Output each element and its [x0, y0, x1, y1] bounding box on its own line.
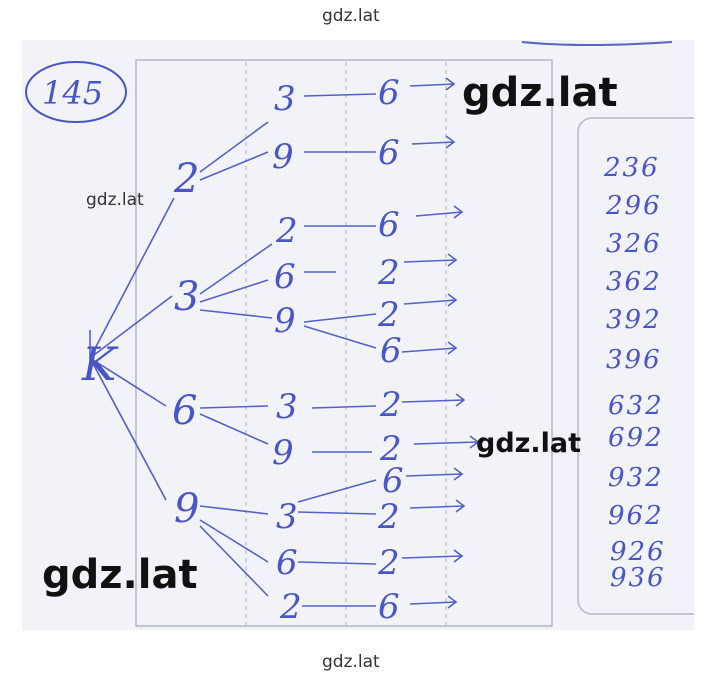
result-number: 296	[605, 191, 662, 221]
tree-node-level2: 3	[274, 79, 296, 119]
problem-number-circle	[25, 61, 127, 123]
tree-node-level3: 6	[382, 461, 404, 501]
notebook-scan: 145	[22, 40, 694, 630]
tree-root-symbol: K	[81, 337, 119, 391]
tree-node-level3: 6	[378, 133, 400, 173]
tree-arrows	[401, 77, 480, 609]
watermark-top-right: gdz.lat	[462, 70, 618, 116]
result-number: 326	[606, 229, 662, 259]
result-number: 396	[606, 345, 662, 375]
tree-node-level3: 2	[377, 253, 400, 293]
tree-node-level2: 6	[276, 543, 298, 583]
result-number: 632	[608, 391, 664, 421]
tree-node-level2: 2	[279, 587, 302, 627]
watermark-left: gdz.lat	[86, 190, 144, 210]
tree-node-level2: 3	[276, 497, 298, 537]
result-number: 392	[606, 305, 662, 335]
watermark-mid-right: gdz.lat	[476, 428, 582, 459]
tree-node-level2: 9	[274, 301, 296, 341]
tree-node-level3: 2	[377, 543, 400, 583]
tree-node-level2: 3	[276, 387, 298, 427]
tree-node-level1: 9	[174, 486, 199, 532]
paper-background	[22, 40, 694, 630]
tree-node-level2: 6	[274, 257, 296, 297]
tree-node-level2: 9	[272, 433, 294, 473]
result-number: 932	[608, 463, 664, 493]
tree-node-level3: 2	[377, 497, 400, 537]
work-area-frame	[135, 59, 553, 627]
tree-node-level2: 2	[275, 211, 298, 251]
tree-lines	[89, 93, 377, 607]
tree-node-level1: 3	[174, 274, 199, 320]
paper-fold-line	[521, 41, 673, 46]
tree-node-level3: 2	[379, 429, 402, 469]
tree-node-level3: 2	[379, 385, 402, 425]
tree-node-level2: 9	[272, 137, 294, 177]
tree-node-level1: 2	[173, 156, 199, 202]
tree-node-level3: 6	[380, 331, 402, 371]
tree-node-level3: 6	[378, 205, 400, 245]
tree-node-level3: 2	[377, 295, 400, 335]
tree-node-level3: 6	[378, 587, 400, 627]
result-number: 236	[603, 153, 660, 183]
result-number: 962	[608, 501, 664, 531]
tree-node-level3: 6	[378, 73, 400, 113]
result-number: 362	[606, 267, 662, 297]
watermark-bottom: gdz.lat	[322, 652, 380, 672]
result-number: 926	[610, 537, 666, 567]
results-box	[577, 117, 694, 615]
watermark-bottom-left: gdz.lat	[42, 552, 198, 598]
result-number: 692	[608, 423, 664, 453]
watermark-top: gdz.lat	[322, 6, 380, 26]
problem-number: 145	[42, 74, 103, 112]
result-number: 936	[610, 563, 666, 593]
tree-node-level1: 6	[172, 388, 197, 434]
